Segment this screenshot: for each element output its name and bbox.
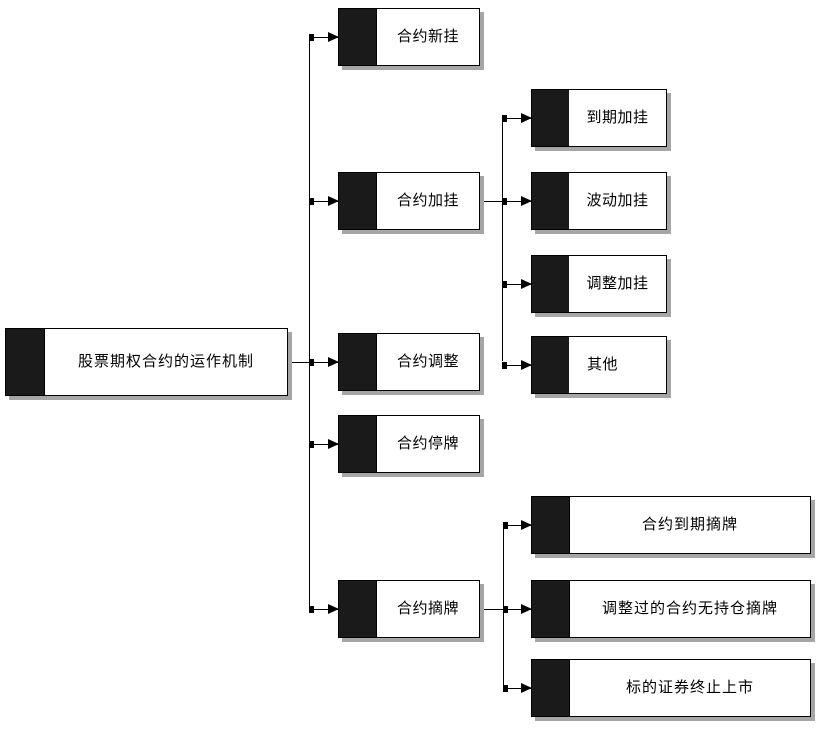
node-accent-band bbox=[532, 173, 569, 229]
node-label: 到期加挂 bbox=[586, 108, 649, 127]
connector-arrow-to-contract-additional-listing bbox=[309, 196, 339, 207]
node-accent-band bbox=[532, 581, 570, 637]
connector-arrow-to-adjustment-additional-listing bbox=[502, 279, 532, 290]
connector-root-to-trunk bbox=[292, 362, 310, 363]
node-label: 标的证券终止上市 bbox=[625, 678, 754, 697]
node-adjusted-no-position-delisting[interactable]: 调整过的合约无持仓摘牌 bbox=[531, 580, 811, 638]
node-other-additional-listing[interactable]: 其他 bbox=[531, 336, 667, 394]
node-label: 其他 bbox=[587, 355, 619, 374]
node-label-wrap: 调整加挂 bbox=[569, 256, 666, 312]
connector-arrow-to-contract-expiry-delisting bbox=[503, 520, 532, 531]
node-accent-band bbox=[339, 334, 377, 390]
node-volatility-additional-listing[interactable]: 波动加挂 bbox=[531, 172, 667, 230]
node-accent-band bbox=[532, 337, 569, 393]
node-accent-band bbox=[532, 660, 570, 716]
node-contract-adjustment[interactable]: 合约调整 bbox=[338, 333, 480, 391]
connector-arrow-to-contract-new-listing bbox=[309, 32, 339, 43]
node-accent-band bbox=[532, 256, 569, 312]
node-label-wrap: 到期加挂 bbox=[569, 90, 666, 146]
connector-arrow-to-contract-adjustment bbox=[309, 357, 339, 368]
connector-delisting-to-trunk bbox=[484, 609, 504, 610]
node-expiry-additional-listing[interactable]: 到期加挂 bbox=[531, 89, 667, 147]
node-label: 波动加挂 bbox=[586, 191, 649, 210]
node-contract-delisting[interactable]: 合约摘牌 bbox=[338, 580, 480, 638]
node-label-wrap: 波动加挂 bbox=[569, 173, 666, 229]
node-accent-band bbox=[339, 416, 377, 472]
node-accent-band bbox=[339, 9, 377, 65]
node-label-wrap: 股票期权合约的运作机制 bbox=[45, 329, 287, 395]
node-contract-expiry-delisting[interactable]: 合约到期摘牌 bbox=[531, 496, 811, 554]
node-label-wrap: 合约摘牌 bbox=[377, 581, 479, 637]
node-label-wrap: 合约调整 bbox=[377, 334, 479, 390]
node-label-wrap: 标的证券终止上市 bbox=[570, 660, 810, 716]
node-label-wrap: 合约停牌 bbox=[377, 416, 479, 472]
node-label-wrap: 调整过的合约无持仓摘牌 bbox=[570, 581, 810, 637]
node-label: 合约摘牌 bbox=[396, 599, 459, 618]
node-accent-band bbox=[339, 581, 377, 637]
node-label-wrap: 合约到期摘牌 bbox=[570, 497, 810, 553]
node-contract-suspension[interactable]: 合约停牌 bbox=[338, 415, 480, 473]
connector-arrow-to-underlying-security-termination bbox=[503, 683, 532, 694]
node-adjustment-additional-listing[interactable]: 调整加挂 bbox=[531, 255, 667, 313]
node-accent-band bbox=[339, 173, 377, 229]
node-accent-band bbox=[532, 497, 570, 553]
node-label: 合约到期摘牌 bbox=[641, 515, 738, 534]
node-label-wrap: 合约加挂 bbox=[377, 173, 479, 229]
connector-arrow-to-other-additional-listing bbox=[502, 360, 532, 371]
connector-arrow-to-contract-suspension bbox=[309, 439, 339, 450]
connector-arrow-to-adjusted-no-position-delisting bbox=[503, 604, 532, 615]
node-label: 合约停牌 bbox=[396, 434, 459, 453]
node-label: 股票期权合约的运作机制 bbox=[77, 352, 254, 371]
node-contract-additional-listing[interactable]: 合约加挂 bbox=[338, 172, 480, 230]
connector-arrow-to-contract-delisting bbox=[309, 604, 339, 615]
node-accent-band bbox=[532, 90, 569, 146]
connector-main-trunk bbox=[309, 37, 310, 608]
connector-arrow-to-expiry-additional-listing bbox=[502, 113, 532, 124]
node-contract-new-listing[interactable]: 合约新挂 bbox=[338, 8, 480, 66]
connector-additional-listing-trunk bbox=[502, 118, 503, 361]
node-label: 调整加挂 bbox=[586, 274, 649, 293]
node-label: 合约加挂 bbox=[396, 191, 459, 210]
node-root[interactable]: 股票期权合约的运作机制 bbox=[5, 328, 288, 396]
connector-additional-listing-to-trunk bbox=[484, 201, 503, 202]
node-label-wrap: 合约新挂 bbox=[377, 9, 479, 65]
node-label: 调整过的合约无持仓摘牌 bbox=[601, 599, 778, 618]
connector-arrow-to-volatility-additional-listing bbox=[502, 196, 532, 207]
node-label: 合约调整 bbox=[396, 352, 459, 371]
node-label-wrap: 其他 bbox=[569, 337, 666, 393]
node-accent-band bbox=[6, 329, 45, 395]
node-label: 合约新挂 bbox=[396, 27, 459, 46]
node-underlying-security-termination[interactable]: 标的证券终止上市 bbox=[531, 659, 811, 717]
